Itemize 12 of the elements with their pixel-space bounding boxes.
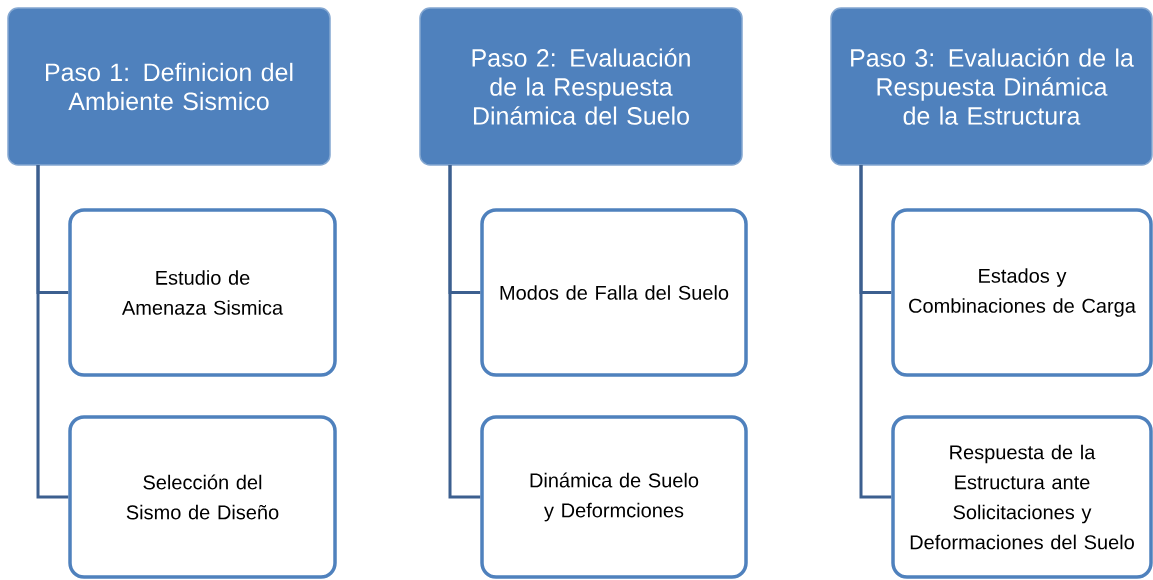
connector-line xyxy=(36,165,69,499)
step-header-box: Paso 1: Definicion del Ambiente Sismico xyxy=(7,7,331,166)
task-box: Respuesta de la Estructura ante Solicitaciones y Deformaciones del Suelo xyxy=(891,415,1153,579)
task-box: Selección del Sismo de Diseño xyxy=(68,415,337,579)
task-box: Modos de Falla del Suelo xyxy=(480,208,748,377)
task-box: Estudio de Amenaza Sismica xyxy=(68,208,337,377)
connector-line xyxy=(859,165,892,499)
step-header-box: Paso 2: Evaluación de la Respuesta Dinámica del Suelo xyxy=(419,7,743,166)
connector-line xyxy=(448,165,481,499)
task-box: Dinámica de Suelo y Deformciones xyxy=(480,415,748,579)
step-header-box: Paso 3: Evaluación de la Respuesta Dinámica de la Estructura xyxy=(830,7,1153,166)
task-box: Estados y Combinaciones de Carga xyxy=(891,208,1153,377)
